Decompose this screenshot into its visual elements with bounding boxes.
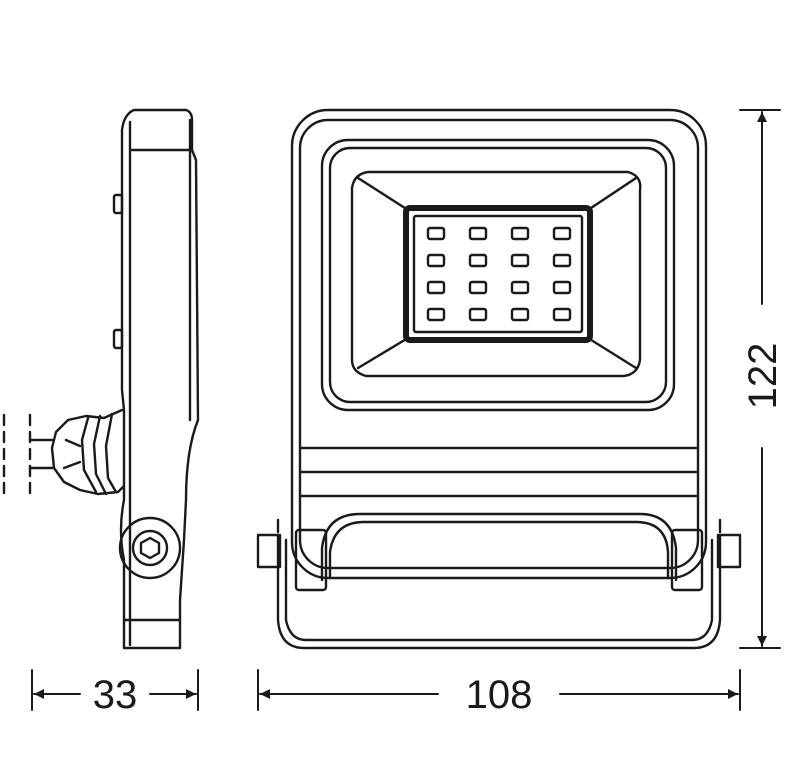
front-housing-outer — [290, 108, 708, 580]
led-grid — [426, 226, 572, 322]
led-chip — [510, 280, 530, 295]
side-detail-tab-1 — [112, 193, 124, 215]
led-chip — [468, 226, 488, 241]
led-chip — [468, 307, 488, 322]
led-chip — [426, 307, 446, 322]
led-chip — [552, 280, 572, 295]
reflector — [350, 170, 642, 378]
led-chip — [468, 253, 488, 268]
cable-gland — [50, 408, 126, 496]
pivot-bolt-inner — [131, 529, 169, 567]
dimension-lines — [31, 109, 781, 711]
cable-stub-lines — [28, 438, 54, 470]
hex-socket — [139, 536, 161, 560]
cable-dashed-lines — [2, 413, 32, 497]
led-board-outer — [403, 205, 593, 343]
led-board-inner — [412, 214, 584, 334]
height-dimension-label: 122 — [741, 343, 785, 410]
led-chip — [426, 226, 446, 241]
led-chip — [426, 253, 446, 268]
led-chip — [426, 280, 446, 295]
led-chip — [510, 226, 530, 241]
side-housing-outline — [119, 108, 200, 650]
depth-dimension-label: 33 — [93, 673, 138, 717]
side-view — [2, 108, 200, 650]
led-chip — [552, 226, 572, 241]
led-chip — [552, 253, 572, 268]
front-view — [256, 108, 742, 650]
led-chip — [510, 307, 530, 322]
front-housing-inner — [298, 118, 700, 570]
led-chip — [468, 280, 488, 295]
front-window-frame — [320, 138, 676, 412]
front-window-frame-inner — [328, 146, 668, 404]
width-dimension-label: 108 — [466, 673, 533, 717]
led-chip — [510, 253, 530, 268]
led-chip — [552, 307, 572, 322]
side-detail-tab-2 — [112, 328, 124, 350]
pivot-bolt-outer — [118, 516, 182, 580]
mounting-bracket — [256, 512, 742, 650]
